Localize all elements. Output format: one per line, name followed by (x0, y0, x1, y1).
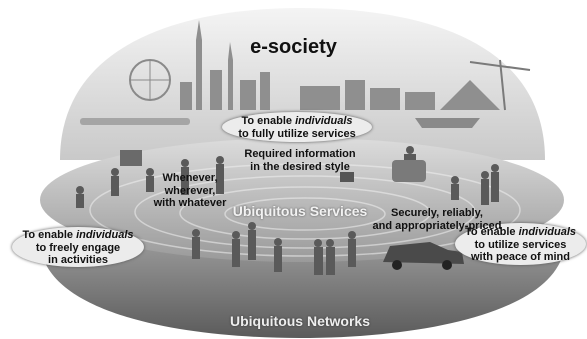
people (76, 146, 499, 275)
pill-right-background (455, 223, 586, 265)
ubiquitous-services-label: Ubiquitous Services (232, 203, 368, 219)
pill-left-text: To enable individuals to freely engage i… (12, 229, 144, 267)
note-secure-line2: and appropriately-priced (372, 219, 502, 232)
pill-left-line2: to freely engage (35, 241, 121, 254)
pill-right-line2: to utilize services (474, 238, 567, 251)
network-bowl (40, 240, 565, 338)
pill-left-em: individuals (76, 229, 134, 241)
note-secure: Securely, reliably, and appropriately-pr… (362, 207, 512, 232)
pill-left-line3: in activities (48, 254, 108, 267)
city-skyline (180, 20, 500, 110)
pill-right-em: individuals (518, 226, 577, 238)
crane (469, 59, 531, 111)
pill-right-text: To enable individuals to utilize service… (455, 226, 586, 264)
note-whenever-line2: wherever, (164, 184, 216, 197)
note-whenever-line1: Whenever, (162, 172, 218, 184)
note-whenever-line3: with whatever (153, 197, 227, 210)
note-required: Required information in the desired styl… (215, 148, 385, 173)
ship (415, 118, 480, 128)
pill-left-pre: To enable (22, 229, 77, 241)
pill-left-background (12, 227, 144, 267)
note-required-line1: Required information (244, 148, 356, 160)
train (80, 118, 190, 125)
page-title: e-society (250, 36, 337, 58)
pill-top-pre: To enable (241, 115, 296, 127)
pill-top-post: to fully utilize services (238, 127, 356, 140)
service-plate (40, 138, 564, 262)
note-required-line2: in the desired style (250, 160, 350, 173)
note-whenever: Whenever, wherever, with whatever (150, 172, 230, 210)
note-secure-line1: Securely, reliably, (391, 207, 483, 219)
tv-set (340, 172, 354, 182)
armchair (392, 160, 426, 182)
pill-top-text: To enable individuals to fully utilize s… (222, 115, 372, 140)
plate-rings (89, 163, 521, 257)
ubiquitous-networks-label: Ubiquitous Networks (229, 313, 370, 329)
pill-right-pre: To enable (464, 226, 519, 238)
pill-top-background (222, 112, 372, 142)
pill-right-line3: with peace of mind (470, 251, 570, 264)
car (383, 242, 464, 270)
display-screen (120, 150, 142, 166)
pill-top-em: individuals (295, 115, 353, 127)
